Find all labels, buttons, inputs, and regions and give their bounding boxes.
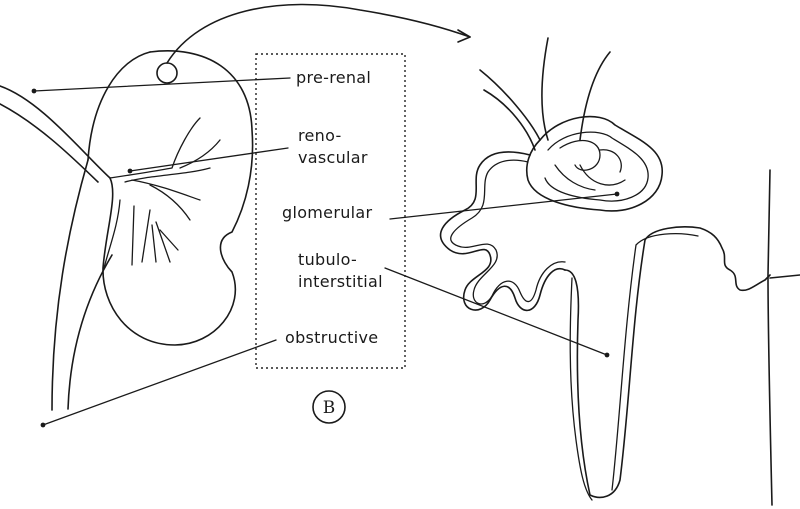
pointer-dot-tubulo [605, 353, 610, 358]
nephron-illustration [441, 38, 800, 505]
label-obstructive: obstructive [285, 328, 378, 347]
label-renovascular-line2: vascular [298, 148, 368, 167]
zoom-arrow [167, 4, 470, 63]
label-glomerular: glomerular [282, 203, 372, 222]
kidney-illustration [0, 51, 253, 410]
figure-badge: B [313, 391, 345, 423]
pointer-dot-renovascular [128, 169, 133, 174]
pointer-dot-glomerular [615, 192, 620, 197]
label-pre-renal: pre-renal [296, 68, 371, 87]
pointer-dot-pre-renal [32, 89, 37, 94]
label-tubulo-line2: interstitial [298, 272, 383, 291]
label-renovascular-line1: reno- [298, 126, 342, 145]
label-tubulo-line1: tubulo- [298, 250, 357, 269]
badge-letter: B [323, 398, 336, 418]
pointer-dot-obstructive [41, 423, 46, 428]
